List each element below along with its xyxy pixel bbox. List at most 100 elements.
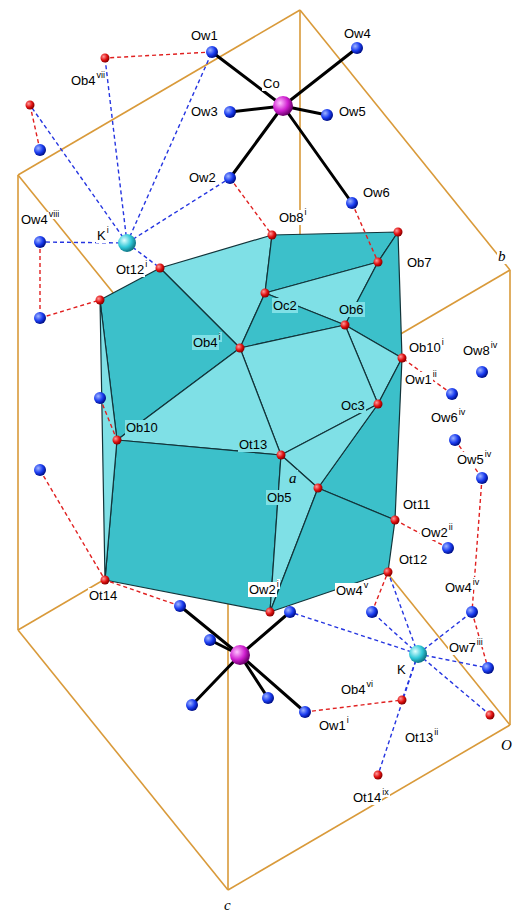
atom-label: Ow5 (456, 452, 485, 467)
axis-label: c (223, 897, 232, 913)
atom-label: K (396, 662, 407, 677)
k-o-contact (127, 178, 230, 243)
hydrogen-bond (40, 300, 100, 318)
water-oxygen (351, 42, 363, 54)
atom-label: Ow1 (190, 28, 219, 43)
superscript-label: iii (477, 637, 484, 647)
atom-label: Ow7 (448, 640, 477, 655)
atom-label: Ob4 (192, 335, 219, 350)
water-oxygen (34, 236, 46, 248)
cobalt-atom (273, 96, 293, 116)
oxo-oxygen (374, 400, 383, 409)
water-oxygen (34, 42, 494, 718)
oxo-oxygen (101, 54, 110, 63)
axis-label: b (497, 248, 507, 264)
atom-label: Ow4 (444, 580, 473, 595)
atom-label: Ow3 (190, 104, 219, 119)
superscript-label: i (219, 332, 222, 342)
oxo-oxygen (341, 321, 350, 330)
co-o-bond (240, 655, 305, 712)
water-oxygen (94, 392, 106, 404)
hydrogen-bond (100, 398, 117, 440)
superscript-label: iv (459, 407, 467, 417)
atom-label: Ow1 (318, 718, 347, 733)
co-o-bond (180, 606, 240, 655)
water-oxygen (206, 46, 218, 58)
superscript-label: ii (434, 727, 439, 737)
k-o-contact (388, 572, 418, 654)
water-oxygen (34, 312, 46, 324)
co-o-bond (192, 655, 240, 705)
k-o-contact (30, 52, 490, 775)
atom-label: Ob4 (70, 73, 97, 88)
water-oxygen (34, 464, 46, 476)
atom-label: Ob10 (408, 340, 442, 355)
atom-label: Ot13 (238, 437, 268, 452)
atom-label: Ow4 (343, 26, 372, 41)
oxo-oxygen (26, 54, 495, 780)
atom-label: Ot12 (398, 552, 428, 567)
hydrogen-bond (395, 520, 448, 548)
hydrogen-bond (230, 178, 272, 235)
oxo-oxygen (156, 264, 165, 273)
polyhedra (281, 404, 378, 488)
oxo-oxygen (384, 568, 393, 577)
oxo-oxygen (394, 228, 403, 237)
superscript-label: i (347, 715, 350, 725)
oxo-oxygen (268, 231, 277, 240)
k-o-contact (372, 612, 418, 654)
superscript-label: i (107, 225, 110, 235)
oxo-oxygen (101, 576, 110, 585)
co-o-bond (230, 106, 283, 178)
superscript-label: ix (382, 787, 390, 797)
atom-label: Ot11 (402, 497, 431, 512)
superscript-label: vii (97, 70, 107, 80)
water-oxygen (224, 172, 236, 184)
oxo-oxygen (486, 711, 495, 720)
potassium-atom (118, 234, 427, 663)
atom-label: Ow8 (462, 343, 491, 358)
oxo-oxygen (398, 354, 407, 363)
oxo-oxygen (277, 451, 286, 460)
oxo-oxygen (391, 516, 400, 525)
oxo-oxygen (261, 289, 270, 298)
oxo-oxygen (314, 484, 323, 493)
superscript-label: iv (473, 577, 481, 587)
polyhedra (100, 232, 402, 612)
water-oxygen (299, 706, 311, 718)
superscript-label: iv (485, 449, 493, 459)
atom-label: Ob6 (338, 302, 365, 317)
oxo-oxygen (374, 258, 383, 267)
axis-label: a (288, 470, 298, 486)
atom-label: Ow4 (335, 583, 364, 598)
water-oxygen (284, 606, 296, 618)
superscript-label: iv (491, 340, 499, 350)
oxo-oxygen (374, 771, 383, 780)
atom-label: Ob7 (406, 255, 433, 270)
superscript-label: ii (449, 522, 454, 532)
atom-label: Ow4 (20, 212, 49, 227)
water-oxygen (449, 434, 461, 446)
atom-label: K (96, 228, 107, 243)
atom-label: Ow2 (248, 582, 277, 597)
k-o-contact (40, 242, 127, 243)
hydrogen-bond (472, 478, 482, 612)
co-o-bond (283, 48, 357, 106)
polyhedra (105, 440, 281, 612)
water-oxygen (34, 144, 46, 156)
water-oxygen (476, 472, 488, 484)
k-o-contact (127, 52, 212, 243)
atom-label: Ob8 (278, 210, 305, 225)
hydrogen-bond (105, 52, 212, 58)
atom-label: Ow6 (430, 410, 459, 425)
superscript-label: v (364, 580, 370, 590)
oxo-oxygen (398, 696, 407, 705)
atom-label: Ow6 (362, 185, 391, 200)
k-o-contact (418, 654, 490, 715)
k-o-contact (378, 654, 418, 775)
atom-label: Ob10 (125, 420, 159, 435)
atom-label: Co (262, 76, 281, 91)
co-o-bond (283, 106, 352, 203)
atom-label: Oc2 (272, 298, 298, 313)
